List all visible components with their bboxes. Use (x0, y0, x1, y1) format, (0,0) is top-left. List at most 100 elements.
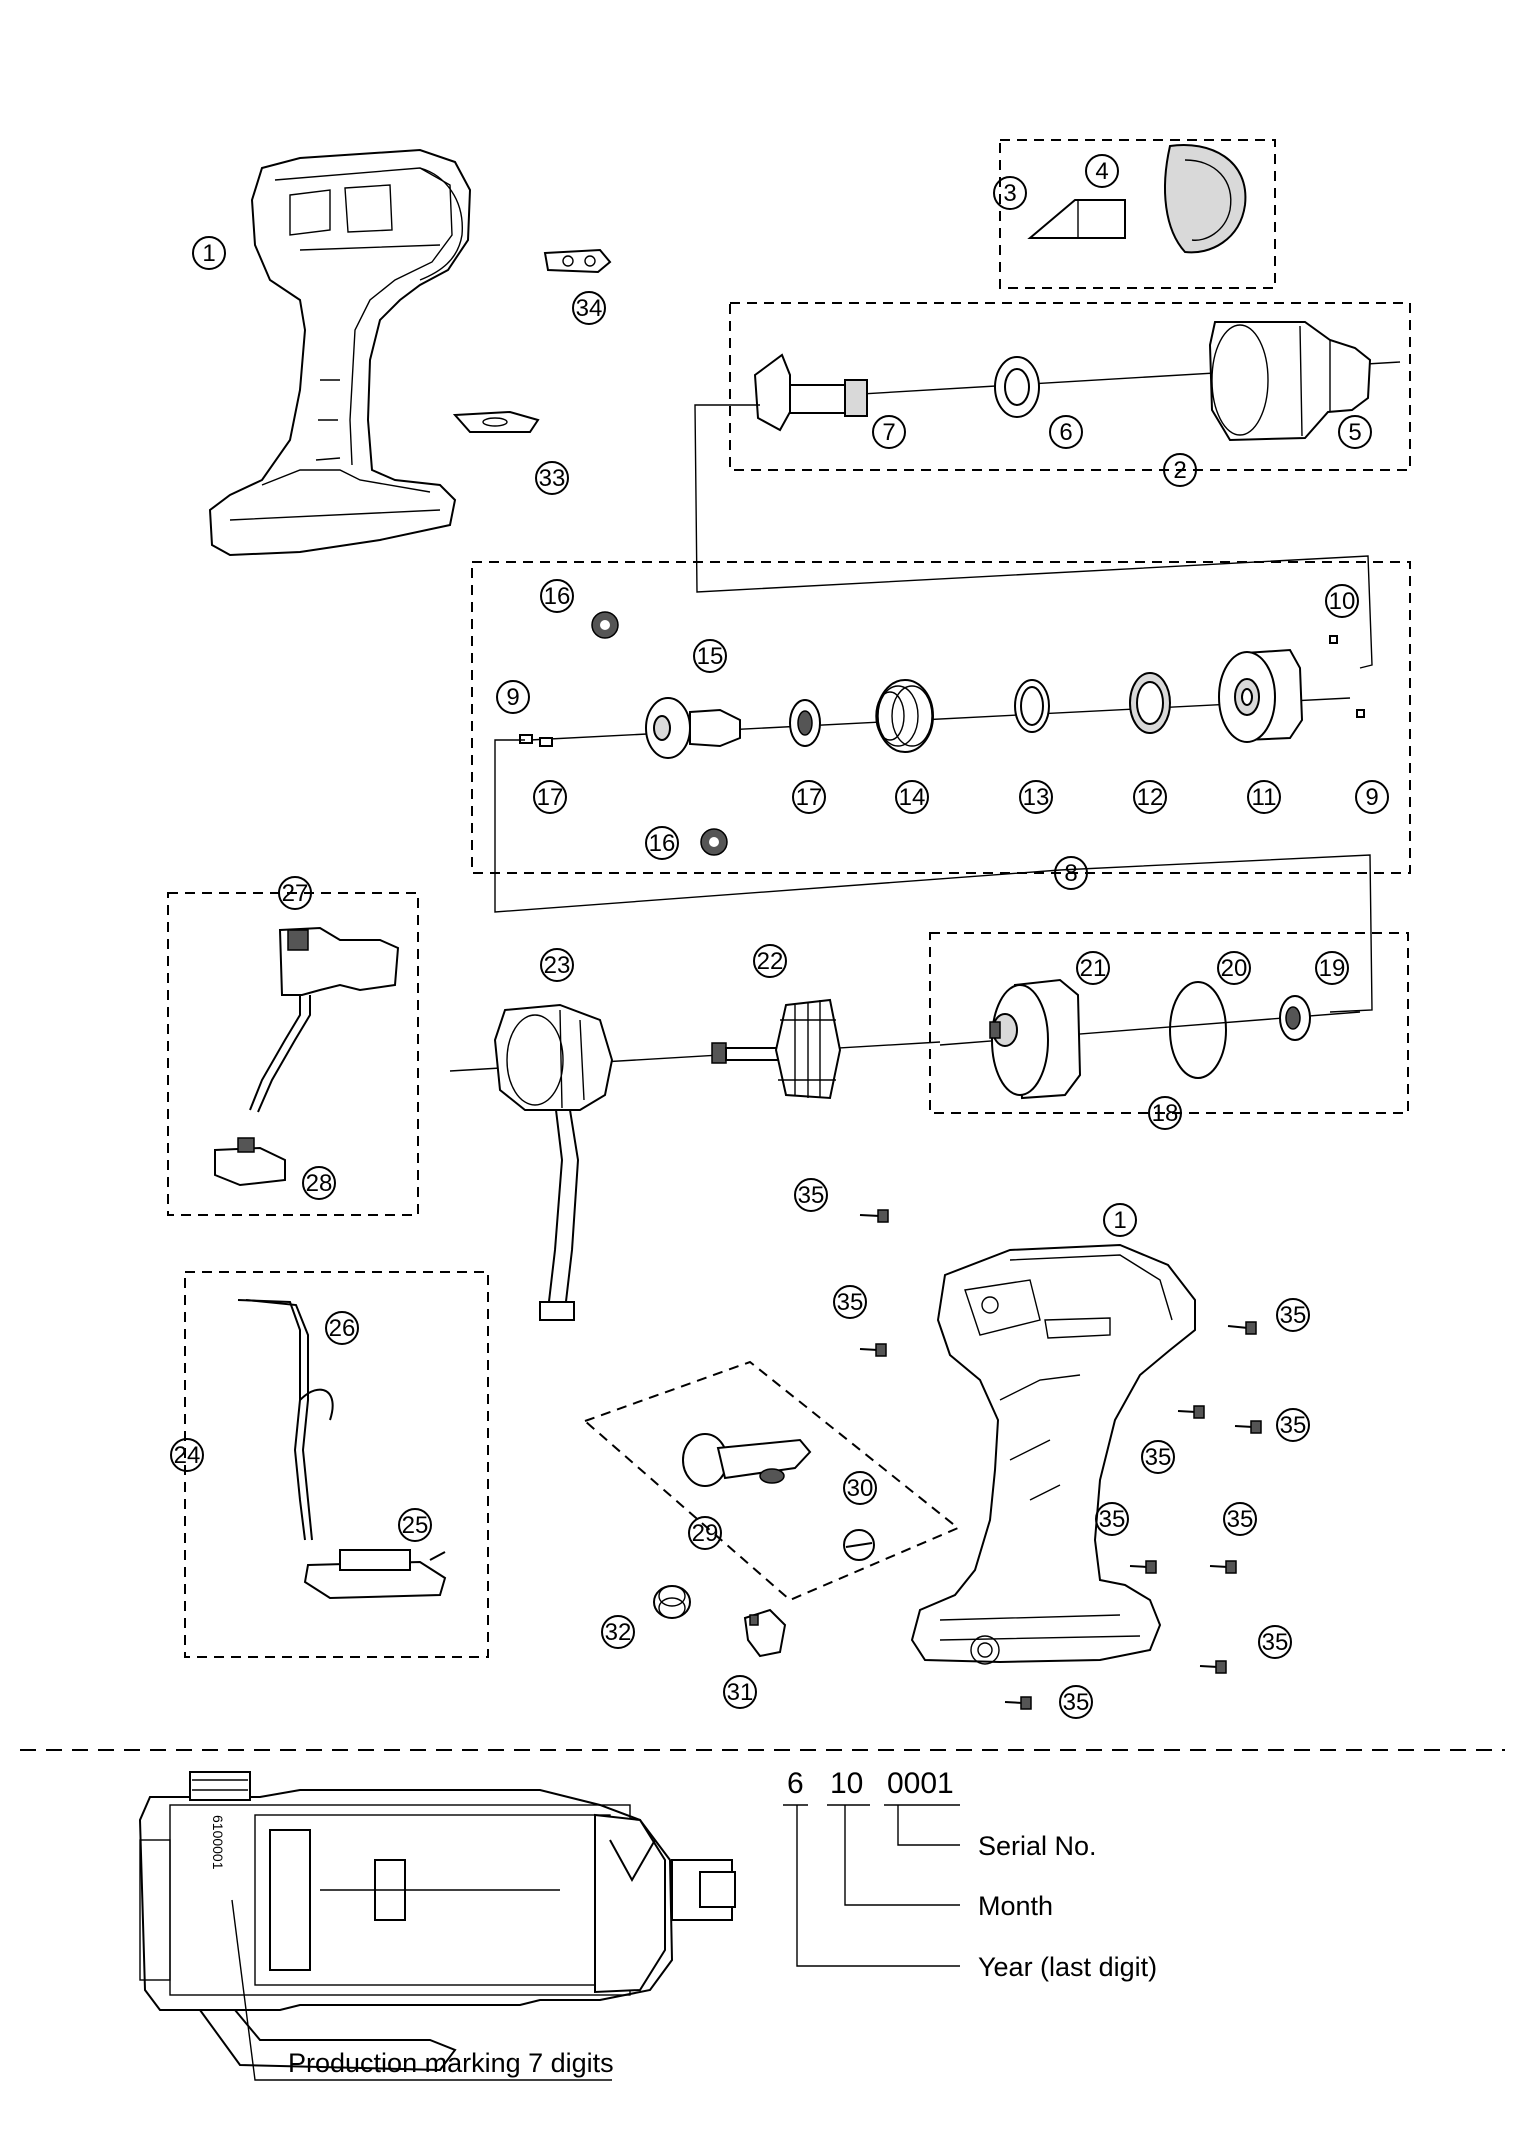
switch-27 (249, 926, 400, 1113)
svg-text:19: 19 (1319, 955, 1346, 982)
group-box-3-4 (999, 139, 1276, 289)
housing-left-half (208, 148, 472, 557)
steel-ball-16-top (591, 611, 619, 639)
washer-11 (1129, 672, 1171, 734)
svg-text:35: 35 (1280, 1302, 1307, 1329)
svg-text:35: 35 (1280, 1412, 1307, 1439)
svg-text:23: 23 (544, 952, 571, 979)
callout-25: 25 (398, 1508, 432, 1542)
callout-9-bottom: 9 (1355, 780, 1389, 814)
callout-15: 15 (693, 639, 727, 673)
callout-20: 20 (1217, 951, 1251, 985)
svg-text:35: 35 (798, 1182, 825, 1209)
callout-24: 24 (170, 1438, 204, 1472)
svg-text:35: 35 (1063, 1689, 1090, 1716)
svg-text:33: 33 (539, 465, 566, 492)
leader-group-8-to-18 (494, 739, 1373, 1013)
callout-7: 7 (872, 415, 906, 449)
svg-text:9: 9 (506, 684, 519, 711)
callout-1-top: 1 (192, 236, 226, 270)
production-stamp-text: 6100001 (210, 1815, 226, 1870)
leader-group-2-to-8 (694, 404, 1373, 669)
callout-13: 14 (895, 780, 929, 814)
svg-text:6: 6 (1059, 419, 1072, 446)
svg-text:26: 26 (329, 1315, 356, 1342)
callout-31: 31 (723, 1675, 757, 1709)
month-digits: 10 (830, 1767, 863, 1800)
callout-34: 34 (572, 291, 606, 325)
plate-34 (543, 248, 612, 274)
svg-text:35: 35 (1227, 1506, 1254, 1533)
svg-text:34: 34 (576, 295, 603, 322)
svg-text:11: 11 (1252, 784, 1277, 811)
washer-6 (994, 356, 1040, 418)
callout-32: 32 (601, 1615, 635, 1649)
lever-29 (682, 1433, 812, 1487)
callout-14: 17 (792, 780, 826, 814)
group-box-27 (167, 892, 419, 1216)
callout-35-e: 35 (1141, 1440, 1175, 1474)
svg-text:28: 28 (306, 1170, 333, 1197)
group-box-18 (929, 932, 1409, 1114)
svg-text:30: 30 (847, 1475, 874, 1502)
screws-35 (859, 1209, 1262, 1710)
svg-text:17: 17 (796, 784, 823, 811)
cap-31 (743, 1608, 787, 1658)
svg-text:2: 2 (1173, 457, 1186, 484)
callout-2: 2 (1163, 453, 1197, 487)
group-box-24 (184, 1271, 489, 1658)
svg-text:32: 32 (605, 1619, 632, 1646)
svg-text:35: 35 (1145, 1444, 1172, 1471)
gear-case-21 (989, 978, 1082, 1100)
svg-text:29: 29 (692, 1520, 719, 1547)
serial-breakdown-lines (783, 1804, 960, 1967)
svg-text:31: 31 (727, 1679, 754, 1706)
callout-35-h: 35 (1258, 1625, 1292, 1659)
year-label: Year (last digit) (978, 1952, 1157, 1982)
svg-text:14: 14 (899, 784, 926, 811)
connector-28 (214, 1137, 286, 1187)
callout-4: 4 (1085, 154, 1119, 188)
svg-text:25: 25 (402, 1512, 429, 1539)
svg-text:10: 10 (1329, 588, 1356, 615)
callout-17-top: 9 (496, 680, 530, 714)
callout-1-bottom: 1 (1103, 1203, 1137, 1237)
hammer-case-5 (1208, 321, 1372, 442)
callout-16-top: 16 (540, 579, 574, 613)
hammer-10 (1218, 648, 1304, 743)
production-marking-caption: Production marking 7 digits (288, 2048, 614, 2078)
callout-27: 27 (278, 876, 312, 910)
svg-text:17: 17 (537, 784, 564, 811)
callout-35-g: 35 (1223, 1502, 1257, 1536)
housing-right-half (910, 1243, 1196, 1665)
month-label: Month (978, 1891, 1053, 1921)
svg-text:7: 7 (882, 419, 895, 446)
callout-3: 3 (993, 176, 1027, 210)
pin-17 (519, 734, 553, 747)
plate-33 (452, 410, 540, 433)
callout-11: 12 (1133, 780, 1167, 814)
callout-35-i: 35 (1059, 1685, 1093, 1719)
callout-21: 21 (1076, 951, 1110, 985)
svg-text:16: 16 (544, 583, 571, 610)
callout-9-top: 10 (1325, 584, 1359, 618)
year-digit: 6 (787, 1767, 804, 1800)
steel-ball-16-bottom (700, 828, 728, 856)
tool-top-view (138, 1771, 736, 2072)
cover-4 (1027, 199, 1126, 239)
svg-text:13: 13 (1023, 784, 1050, 811)
washer-14 (789, 699, 821, 747)
callout-23: 23 (540, 948, 574, 982)
callout-29: 29 (688, 1516, 722, 1550)
callout-35-d: 35 (1276, 1408, 1310, 1442)
marking-leader-line (231, 1899, 612, 2081)
callout-18: 18 (1148, 1096, 1182, 1130)
led-holder-25 (303, 1549, 447, 1600)
knob-30 (843, 1529, 875, 1561)
callout-33: 33 (535, 461, 569, 495)
svg-text:4: 4 (1095, 158, 1108, 185)
callout-17-bottom: 17 (533, 780, 567, 814)
bearing-19 (1279, 995, 1311, 1041)
anvil-7 (753, 353, 868, 432)
